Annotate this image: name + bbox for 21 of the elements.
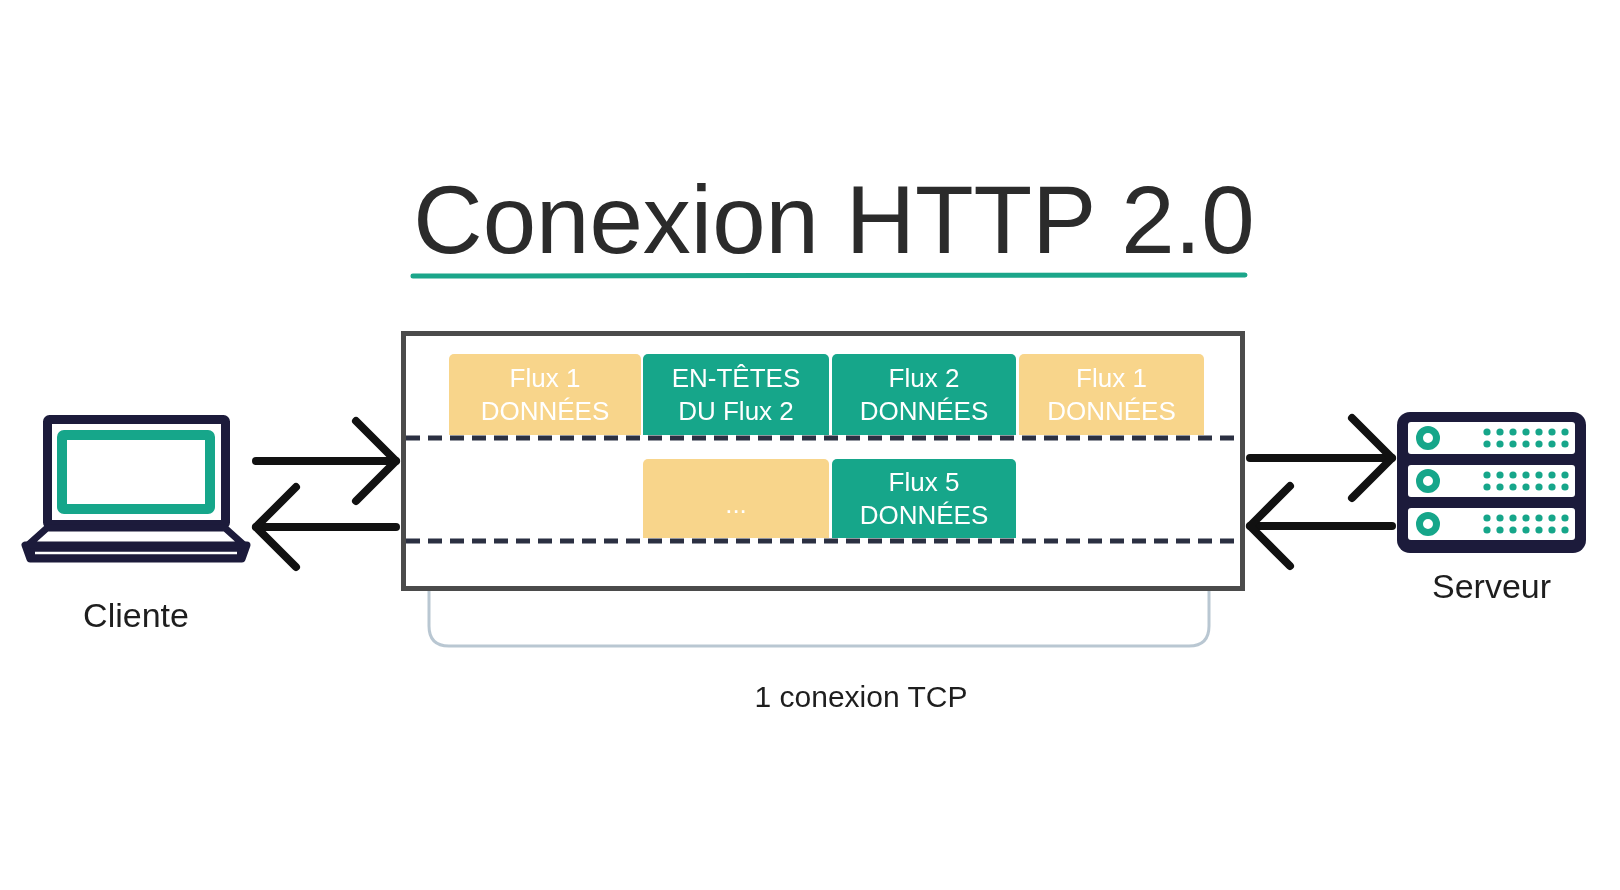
frame-block bbox=[643, 459, 829, 538]
node-label: Serveur bbox=[1431, 566, 1552, 606]
arrow bbox=[1246, 414, 1396, 502]
arrow bbox=[252, 417, 400, 505]
block-text: Flux 1 DONNÉES bbox=[1046, 361, 1177, 428]
block-text: ... bbox=[725, 488, 747, 521]
frame-block bbox=[1019, 354, 1204, 435]
frame-block bbox=[643, 354, 829, 435]
block-text: Flux 1 DONNÉES bbox=[479, 361, 611, 428]
arrow bbox=[252, 483, 400, 571]
block-text: EN-TÊTES DU Flux 2 bbox=[670, 361, 802, 428]
title: Conexion HTTP 2.0 bbox=[413, 172, 1255, 268]
frame-block bbox=[449, 354, 641, 435]
connection-frame bbox=[401, 331, 1245, 591]
caption-label: 1 conexion TCP bbox=[754, 679, 968, 715]
arrow bbox=[1246, 482, 1396, 570]
block-text: Flux 2 DONNÉES bbox=[858, 361, 990, 428]
block-text: Flux 5 DONNÉES bbox=[858, 465, 990, 532]
frame-block bbox=[832, 354, 1016, 435]
frame-block bbox=[832, 459, 1016, 538]
node-label: Cliente bbox=[83, 595, 189, 635]
